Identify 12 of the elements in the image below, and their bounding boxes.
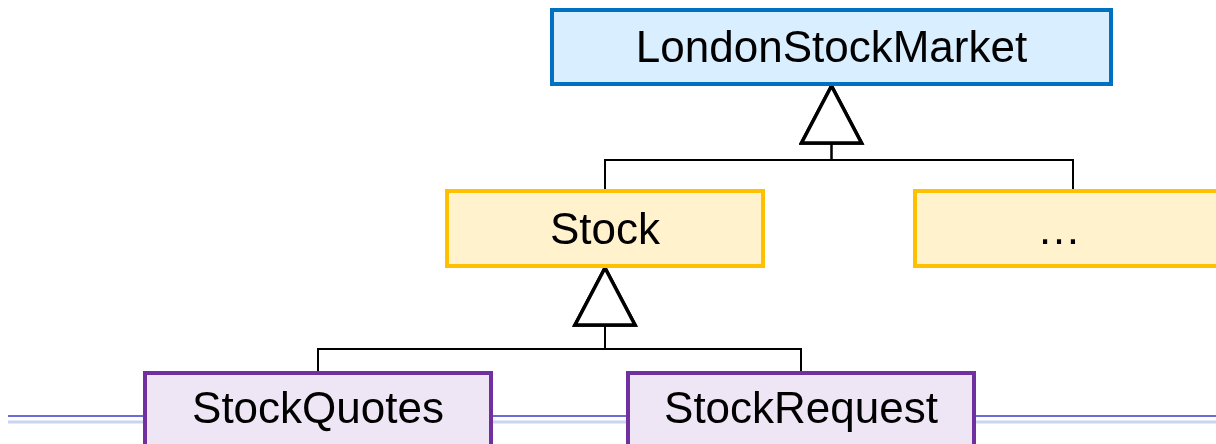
class-name: Stock [549,203,660,254]
generalization-arrow [799,84,1074,190]
generalization-arrow [573,266,802,372]
class-name: StockQuotes [192,383,444,433]
class-box [143,371,493,444]
class-box [626,371,976,444]
class-name: LondonStockMarket [635,22,1028,72]
class-box [445,189,765,268]
class-box [913,189,1216,268]
class-name: … [1037,203,1081,254]
class-name: StockRequest [664,383,938,433]
class-box [550,8,1113,86]
